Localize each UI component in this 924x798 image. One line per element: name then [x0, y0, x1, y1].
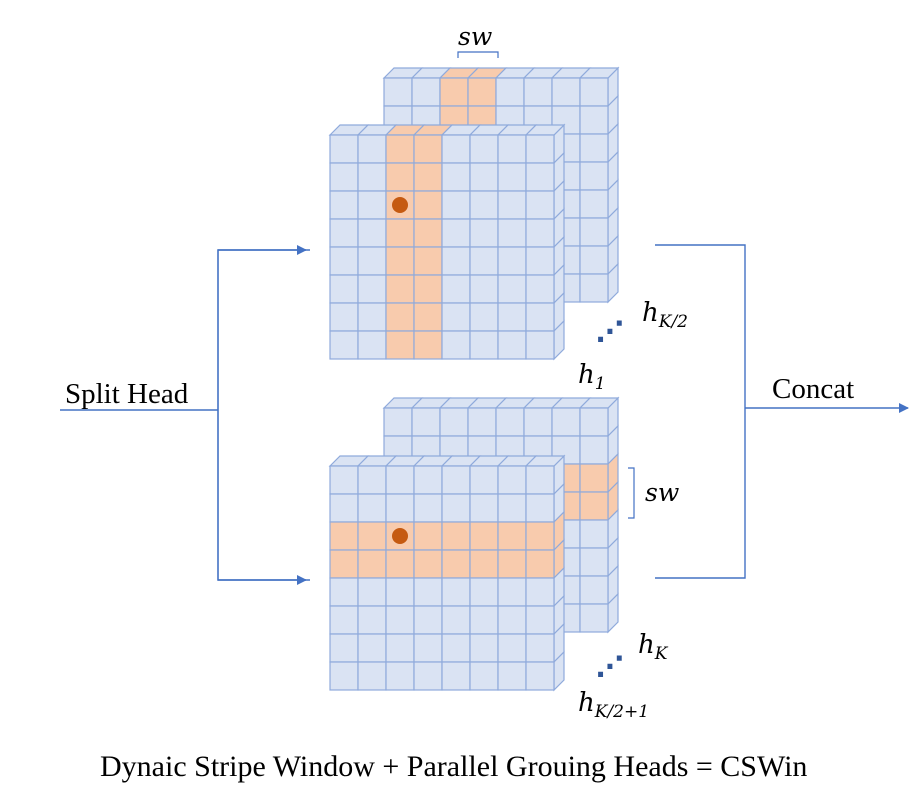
concat-bracket: [655, 244, 746, 579]
sw-top-label: sw: [458, 22, 493, 51]
head-1-label: h1: [578, 360, 606, 395]
head-k-half-plus-1-label: hK/2+1: [578, 688, 650, 723]
split-bracket: [217, 249, 310, 581]
head-k-half-label: hK/2: [642, 298, 688, 333]
grid-head-k-half-plus-1: [328, 454, 566, 692]
grid-head-1: [328, 123, 566, 361]
caption: Dynaic Stripe Window + Parallel Grouing …: [100, 750, 808, 783]
concat-label: Concat: [772, 373, 855, 405]
sw-right-label: sw: [645, 478, 680, 507]
head-k-label: hK: [638, 630, 668, 665]
query-token-dot: [392, 197, 408, 213]
split-head-label: Split Head: [65, 378, 189, 410]
ellipsis-bottom: ⋰: [596, 650, 624, 683]
ellipsis-top: ⋰: [596, 315, 624, 348]
query-token-dot: [392, 528, 408, 544]
sw-top-brace: [457, 51, 499, 58]
sw-right-brace: [628, 467, 635, 519]
